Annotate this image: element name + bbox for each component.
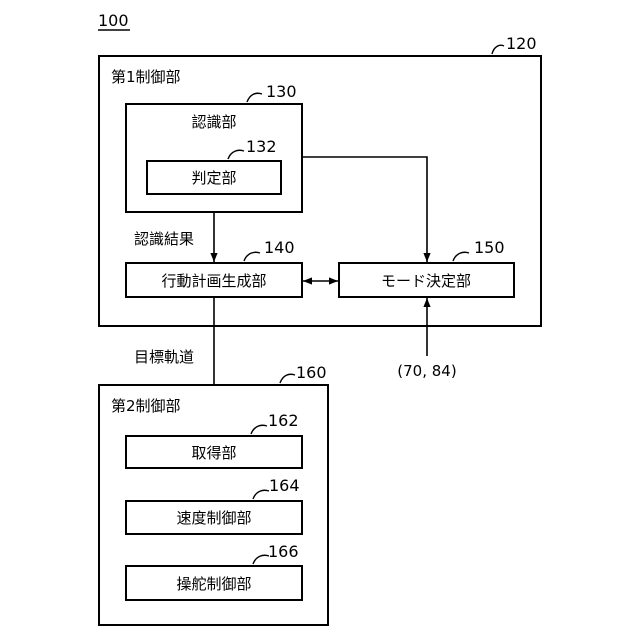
acquisition-ref: 162 [268,411,299,430]
recognition-label: 認識部 [191,113,236,131]
action-plan-ref: 140 [264,238,295,257]
speed-control-label: 速度制御部 [176,509,251,527]
speed-control-ref: 164 [269,476,300,495]
second-control-ref-leader [280,374,295,383]
external-input-label: (70, 84) [397,362,456,380]
judgment-ref: 132 [246,137,277,156]
mode-decision-ref: 150 [474,238,505,257]
judgment-label: 判定部 [191,169,236,187]
first-control-ref: 120 [506,34,537,53]
figure-number: 100 [98,11,129,30]
steering-control-label: 操舵制御部 [176,575,251,593]
action-plan-label: 行動計画生成部 [161,272,266,290]
recognition-result-label: 認識結果 [134,230,194,248]
second-control-ref: 160 [296,363,327,382]
first-control-label: 第1制御部 [111,68,181,86]
second-control-label: 第2制御部 [111,397,181,415]
target-trajectory-label: 目標軌道 [134,348,194,366]
recognition-ref: 130 [266,82,297,101]
mode-decision-label: モード決定部 [381,272,471,290]
acquisition-label: 取得部 [191,444,236,462]
steering-control-ref: 166 [268,542,299,561]
first-control-ref-leader [492,45,504,54]
